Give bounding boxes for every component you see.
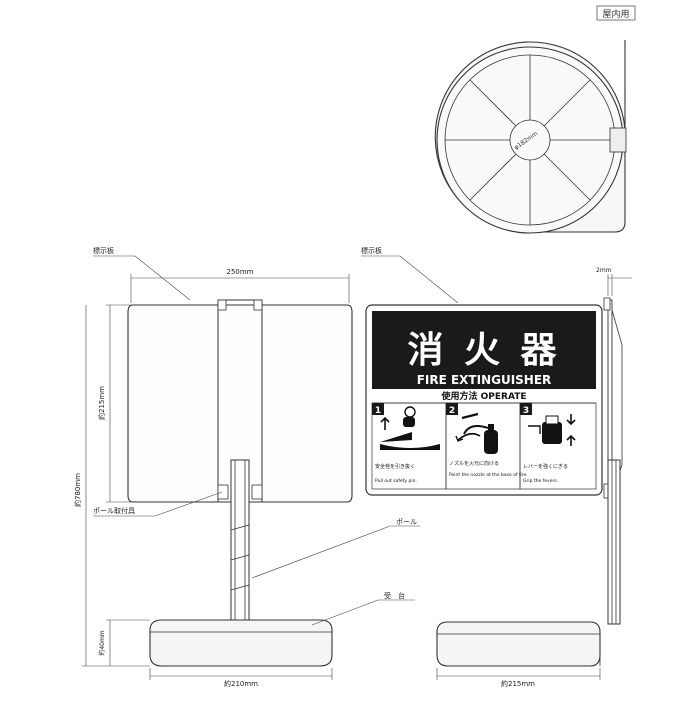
grip-lever-icon <box>528 414 576 446</box>
front-view <box>127 299 353 667</box>
dim-2: 2mm <box>596 267 612 274</box>
pull-pin-icon <box>380 406 440 450</box>
label-pole: ポール <box>396 518 417 526</box>
top-view: φ182mm <box>434 40 627 234</box>
step-3: 3 レバーを強くにぎる Grip the fevers. <box>519 402 597 490</box>
front-base <box>149 619 333 667</box>
dim-250: 250mm <box>227 268 254 276</box>
label-pole-bracket: ポール取付具 <box>93 506 135 515</box>
label-sign-board-right: 標示板 <box>361 246 382 255</box>
side-profile: 2mm <box>596 267 632 666</box>
step-1-number: 1 <box>375 406 381 416</box>
nozzle-icon <box>455 412 498 454</box>
dim-210: 約210mm <box>224 679 258 688</box>
step-2-jp: ノズルを火元に向ける <box>449 460 499 467</box>
side-base-view: 約215mm <box>436 621 601 688</box>
label-base: 受 台 <box>384 591 405 600</box>
top-view-spokes <box>445 55 615 225</box>
front-pole <box>230 459 250 621</box>
step-2-number: 2 <box>449 406 455 416</box>
pole-bracket <box>217 484 229 500</box>
dim-40: 約40mm <box>98 630 106 655</box>
front-dimensions: 250mm 約215mm 約780mm 約40mm 約210mm <box>73 268 350 688</box>
label-sign-board-left: 標示板 <box>93 246 114 255</box>
step-1-en: Pull out safety pin. <box>375 478 417 484</box>
step-2-en: Point the nozzle at the base of fire. <box>449 472 528 478</box>
middle-leaders: ポール 受 台 <box>251 518 420 626</box>
dim-780: 約780mm <box>73 473 82 507</box>
step-3-jp: レバーを強くにぎる <box>523 463 568 470</box>
step-3-number: 3 <box>523 406 529 416</box>
front-leaders: 標示板 ポール取付具 <box>93 246 223 517</box>
sign-kanji: 消 火 器 <box>407 330 560 371</box>
front-sign-board <box>127 304 353 503</box>
sign-method: 使用方法 OPERATE <box>440 390 526 402</box>
sign-english: FIRE EXTINGUISHER <box>417 373 552 387</box>
side-pole <box>607 459 621 625</box>
step-1-jp: 安全栓を引き抜く <box>375 463 415 470</box>
sign-header-band <box>372 311 596 389</box>
sign-face: 消 火 器 FIRE EXTINGUISHER 使用方法 OPERATE 1 安… <box>361 246 603 496</box>
dim-215: 約215mm <box>97 386 106 420</box>
indoor-badge: 屋内用 <box>596 5 636 21</box>
indoor-badge-text: 屋内用 <box>602 8 629 20</box>
step-3-en: Grip the fevers. <box>523 478 558 484</box>
dim-base-215: 約215mm <box>501 679 535 688</box>
